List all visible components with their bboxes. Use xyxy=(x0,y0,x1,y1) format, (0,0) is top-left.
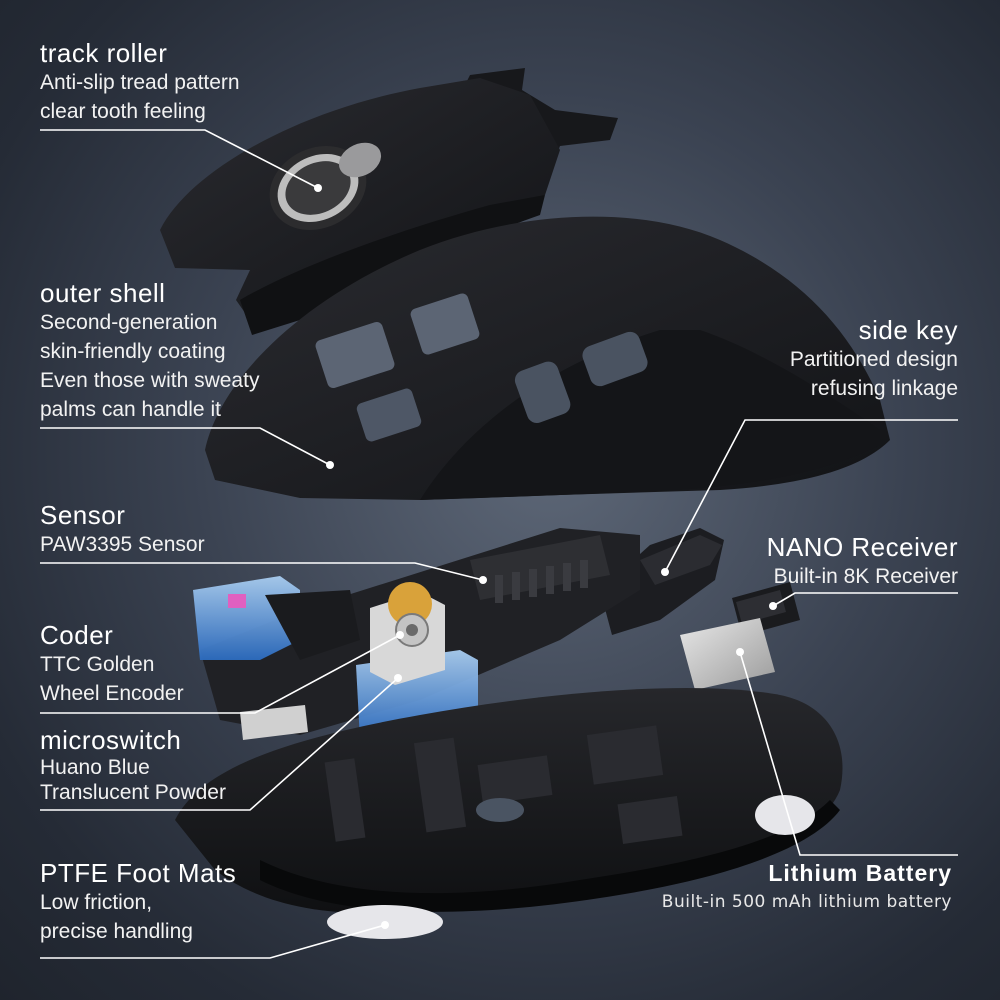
callout-line: refusing linkage xyxy=(810,377,958,400)
leader-sensor xyxy=(40,562,484,581)
battery-part xyxy=(680,618,775,690)
leader-track-roller xyxy=(40,129,319,189)
wheel-encoder xyxy=(370,582,445,685)
bottom-shell xyxy=(175,687,843,914)
callout-lithium-battery: Lithium Battery Built-in 500 mAh lithium… xyxy=(662,858,952,912)
callout-title: PTFE Foot Mats xyxy=(40,858,237,888)
callout-sensor: Sensor PAW3395 Sensor xyxy=(40,500,205,559)
callout-nano-receiver: NANO Receiver Built-in 8K Receiver xyxy=(767,532,958,591)
callout-line: Huano Blue xyxy=(40,756,150,779)
callout-outer-shell: outer shell Second-generation skin-frien… xyxy=(40,278,259,424)
callout-title: track roller xyxy=(40,38,168,68)
usb-port xyxy=(240,705,308,740)
callout-line: precise handling xyxy=(40,920,193,943)
callout-title: side key xyxy=(858,315,958,345)
callout-line: Second-generation xyxy=(40,311,218,334)
leader-nano-receiver xyxy=(772,592,958,607)
callout-coder: Coder TTC Golden Wheel Encoder xyxy=(40,620,184,708)
callout-line: Low friction, xyxy=(40,891,153,914)
callout-line: TTC Golden xyxy=(40,653,155,676)
leader-side-key xyxy=(664,419,958,573)
callout-ptfe-foot-mats: PTFE Foot Mats Low friction, precise han… xyxy=(40,858,236,946)
callout-line: Partitioned design xyxy=(789,348,958,371)
leader-coder xyxy=(40,634,401,714)
leader-lines xyxy=(40,129,958,959)
side-key-part xyxy=(600,528,724,635)
callout-line: PAW3395 Sensor xyxy=(40,533,205,556)
callout-title: NANO Receiver xyxy=(766,532,958,562)
callout-title: Coder xyxy=(40,620,114,650)
left-microswitch xyxy=(193,576,360,660)
leader-ptfe xyxy=(40,924,386,959)
leader-outer-shell xyxy=(40,427,331,466)
outer-shell xyxy=(205,216,890,501)
callout-title: Sensor xyxy=(40,500,126,530)
callout-title: outer shell xyxy=(40,278,166,308)
callout-side-key: side key Partitioned design refusing lin… xyxy=(790,315,958,403)
callout-track-roller: track roller Anti-slip tread pattern cle… xyxy=(40,38,240,126)
callout-line: palms can handle it xyxy=(40,398,221,421)
callout-line: skin-friendly coating xyxy=(40,340,226,363)
callout-line: Built-in 500 mAh lithium battery xyxy=(661,892,952,912)
callout-line: Anti-slip tread pattern xyxy=(40,71,240,94)
callout-title: microswitch xyxy=(40,725,182,755)
callout-microswitch: microswitch Huano Blue Translucent Powde… xyxy=(40,725,226,805)
callout-line: Wheel Encoder xyxy=(40,682,184,705)
callout-line: clear tooth feeling xyxy=(40,100,206,123)
callout-line: Built-in 8K Receiver xyxy=(773,565,958,588)
leader-microswitch xyxy=(40,677,399,811)
callout-line: Translucent Powder xyxy=(40,781,226,804)
callout-line: Even those with sweaty xyxy=(40,369,260,392)
leader-battery xyxy=(739,651,958,856)
callout-title: Lithium Battery xyxy=(768,860,952,886)
